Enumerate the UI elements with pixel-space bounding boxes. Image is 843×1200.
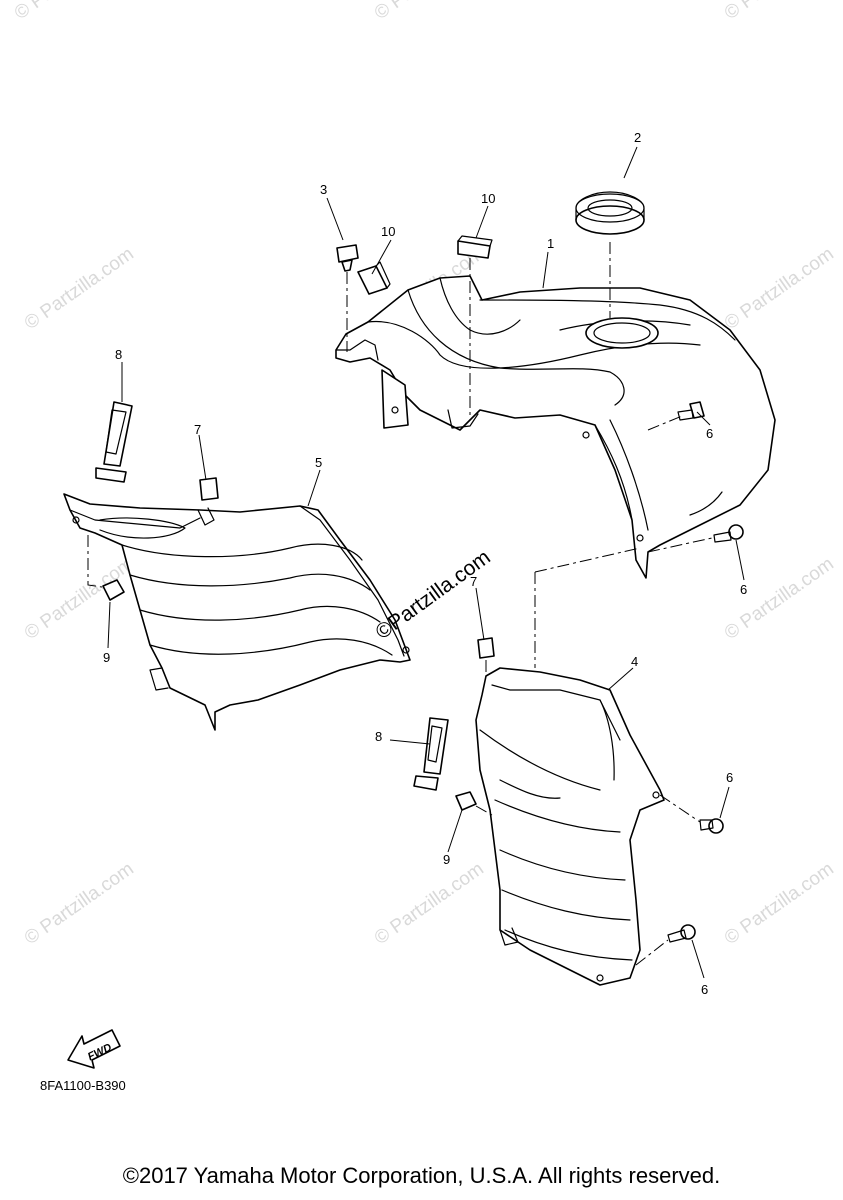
watermark: © Partzilla.com <box>721 243 838 334</box>
copyright-notice: ©2017 Yamaha Motor Corporation, U.S.A. A… <box>122 1163 721 1188</box>
watermark: © Partzilla.com <box>721 553 838 644</box>
assembly-lines <box>87 242 713 966</box>
watermark: © Partzilla.com <box>21 858 138 949</box>
callout-3: 3 <box>320 182 327 197</box>
callout-8: 8 <box>375 729 382 744</box>
part-7-nut-a <box>199 477 219 501</box>
part-9-damper-b <box>455 791 477 811</box>
part-3-clip <box>336 244 359 272</box>
diagram-code: 8FA1100-B390 <box>40 1078 126 1093</box>
callout-4: 4 <box>631 654 638 669</box>
callout-6: 6 <box>706 426 713 441</box>
callout-6: 6 <box>726 770 733 785</box>
callout-1: 1 <box>547 236 554 251</box>
callout-8: 8 <box>115 347 122 362</box>
callout-6: 6 <box>740 582 747 597</box>
callout-7: 7 <box>194 422 201 437</box>
part-10-damper-a <box>357 261 391 295</box>
callout-labels: 1 2 3 4 5 6 6 6 6 7 7 8 8 9 9 10 10 <box>103 130 747 997</box>
part-6-screw-b <box>713 524 744 543</box>
part-6-screw-a <box>677 401 705 421</box>
watermark: © Partzilla.com <box>371 858 488 949</box>
part-1-tank-cover <box>335 275 776 579</box>
watermark-main: ©Partzilla.com <box>371 546 494 644</box>
watermark: © Partzilla.com <box>11 0 128 24</box>
leader-lines <box>107 146 745 979</box>
part-7-nut-b <box>477 637 495 659</box>
part-9-damper-a <box>102 579 125 601</box>
watermark: © Partzilla.com <box>721 0 838 24</box>
part-6-screw-d <box>667 924 696 943</box>
callout-2: 2 <box>634 130 641 145</box>
part-4-side-cover <box>475 667 665 986</box>
fwd-arrow-icon: FWD <box>67 1029 121 1069</box>
part-6-screw-c <box>699 818 724 834</box>
callout-6: 6 <box>701 982 708 997</box>
part-8-handle-b <box>413 717 449 791</box>
callout-10: 10 <box>381 224 395 239</box>
watermark: © Partzilla.com <box>21 243 138 334</box>
watermark: © Partzilla.com <box>21 553 138 644</box>
callout-9: 9 <box>443 852 450 867</box>
callout-9: 9 <box>103 650 110 665</box>
part-10-damper-b <box>457 235 493 259</box>
watermark: © Partzilla.com <box>371 0 488 24</box>
part-8-handle-a <box>95 401 133 483</box>
callout-10: 10 <box>481 191 495 206</box>
watermark: © Partzilla.com <box>721 858 838 949</box>
callout-7: 7 <box>470 574 477 589</box>
part-2-grommet <box>575 191 645 235</box>
part-5-side-cover <box>63 493 411 731</box>
callout-5: 5 <box>315 455 322 470</box>
